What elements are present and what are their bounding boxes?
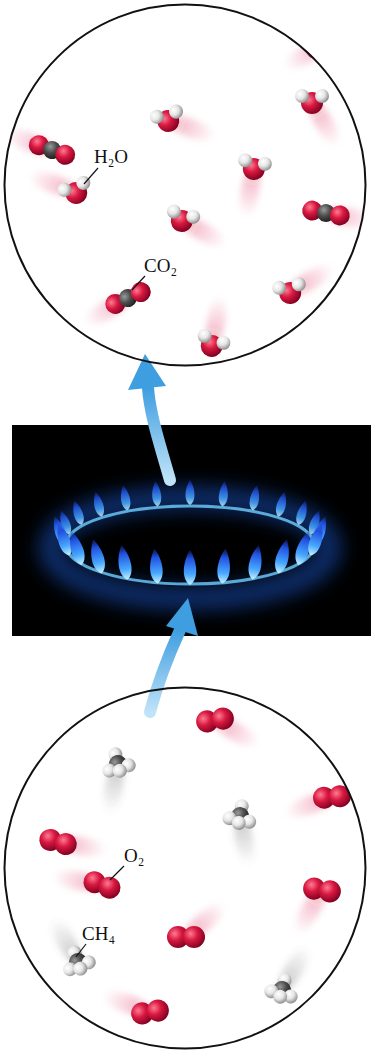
h2o-molecule (271, 259, 338, 307)
molecule-label: CO₂ (144, 255, 177, 277)
reaction-arrow (128, 354, 170, 480)
o2-molecule (194, 706, 262, 753)
h2o-molecule (192, 294, 233, 362)
circle-outline (3, 686, 367, 1050)
ch4-molecule (262, 942, 315, 1008)
molecule-view-circle: O₂ CH₄ (3, 686, 367, 1050)
ch4-molecule (221, 796, 260, 866)
o2-molecule (167, 898, 230, 948)
circle-background (4, 4, 366, 366)
molecule-label: H₂O (94, 146, 128, 168)
leader-line (110, 866, 124, 880)
molecule-label: O₂ (124, 845, 144, 867)
molecule-view-circle: H₂O CO₂ (3, 3, 367, 367)
leader-line (76, 944, 86, 957)
h2o-molecule (162, 203, 229, 253)
o2-molecule (51, 867, 123, 901)
circle-outline (5, 688, 366, 1049)
h2o-molecule (235, 152, 273, 219)
h2o-molecule (26, 166, 96, 209)
reactant-molecules (37, 706, 352, 1026)
co2-molecule (80, 279, 154, 331)
circle-outline (5, 5, 366, 366)
o2-molecule (282, 784, 352, 822)
co2-molecule (280, 21, 354, 74)
circle-outline (3, 3, 367, 367)
o2-molecule (100, 986, 171, 1026)
h2o-molecule (148, 103, 218, 146)
leader-line (132, 276, 145, 290)
circle-background (4, 687, 366, 1049)
o2-molecule (37, 826, 109, 859)
molecule-label: CH₄ (82, 923, 115, 945)
h2o-molecule (295, 89, 345, 150)
reaction-arrow (150, 598, 198, 712)
gas-burner-flame (12, 425, 371, 636)
ch4-molecule (97, 743, 138, 815)
o2-molecule (289, 876, 342, 938)
leader-line (84, 168, 98, 184)
